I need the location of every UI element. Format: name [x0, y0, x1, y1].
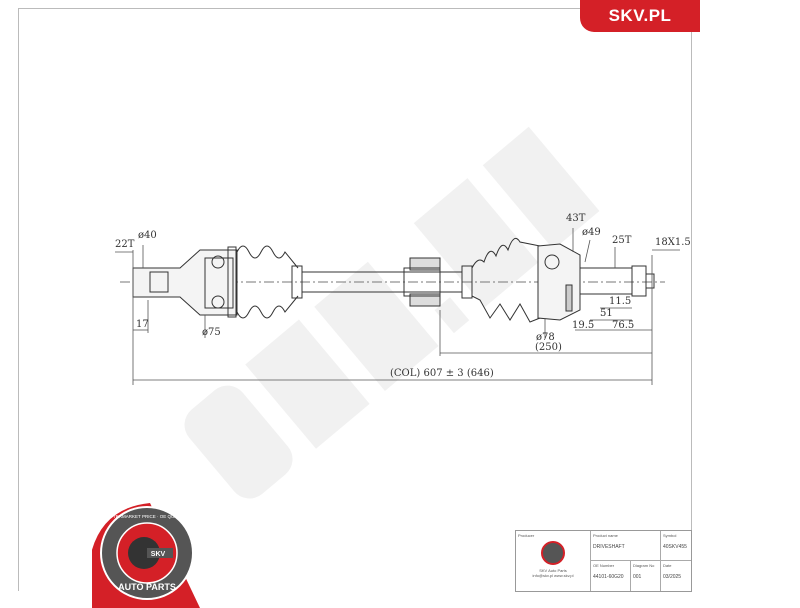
gear-icon	[128, 537, 160, 569]
date-cell: Date 03/2025	[661, 561, 691, 591]
dim-abs-teeth: 43T	[566, 213, 586, 224]
dim-seal-diameter: ø49	[582, 227, 601, 238]
oe-number: 44101-60G20	[593, 574, 624, 580]
dim-left-spline: 22T	[115, 239, 135, 250]
oe-label: OE Number	[593, 563, 615, 568]
dim-left-housing-diameter: ø75	[202, 327, 221, 338]
inner-boot	[236, 245, 299, 319]
dim-right-spline: 25T	[612, 235, 632, 246]
brand-badge[interactable]: SKV.PL	[580, 0, 700, 32]
dim-left-diameter: ø40	[138, 230, 157, 241]
logo-bottom-text: AUTO PARTS	[118, 582, 176, 592]
diagram-cell: Diagram No 001	[631, 561, 661, 591]
producer-text: SKV Auto Parts	[539, 568, 567, 573]
logo-center-text: SKV	[151, 551, 166, 558]
logo-top-text: AFTERMARKET PRICE · OE QUALITY	[107, 514, 186, 519]
date-label: Date	[663, 563, 672, 568]
skv-auto-parts-logo: SKV AUTO PARTS AFTERMARKET PRICE · OE QU…	[92, 503, 200, 608]
dim-76-5: 76.5	[612, 320, 635, 331]
logo-name-plate	[147, 548, 173, 558]
diagram-label: Diagram No	[633, 563, 655, 568]
dim-right-housing-diameter: ø78	[536, 332, 555, 343]
inner-cv-joint	[132, 246, 238, 318]
producer-cell: Producer SKV Auto Parts info@skv.pl www.…	[516, 531, 591, 591]
dim-thread: 18X1.5	[655, 237, 691, 248]
dim-51: 51	[600, 308, 613, 319]
dim-19-5: 19.5	[572, 320, 595, 331]
date: 03/2025	[663, 574, 682, 580]
thread-end	[645, 273, 655, 289]
outer-boot	[471, 237, 541, 323]
producer-label: Producer	[518, 533, 535, 538]
stub-axle	[579, 267, 633, 295]
damper	[403, 257, 441, 307]
outer-clamp	[461, 265, 473, 299]
dimension-lines	[115, 228, 680, 385]
nut	[631, 265, 647, 297]
dim-right-length: (250)	[535, 342, 562, 353]
product-name: DRIVESHAFT	[593, 544, 625, 550]
producer-logo	[541, 541, 565, 565]
abs-ring	[565, 284, 573, 312]
title-block: Producer SKV Auto Parts info@skv.pl www.…	[515, 530, 692, 592]
symbol: 40SKV455	[663, 544, 687, 550]
outer-cv-joint	[537, 243, 581, 321]
dim-total-length: (COL) 607 ± 3 (646)	[390, 368, 494, 379]
diagram-number: 001	[633, 574, 642, 580]
dim-11-5: 11.5	[609, 296, 632, 307]
drawing-frame	[18, 8, 692, 591]
producer-address: info@skv.pl www.skv.pl	[532, 573, 574, 578]
product-name-label: Product name	[593, 533, 618, 538]
symbol-cell: Symbol 40SKV455	[661, 531, 691, 561]
dim-left-length: 17	[136, 319, 149, 330]
symbol-label: Symbol	[663, 533, 677, 538]
oe-cell: OE Number 44101-60G20	[591, 561, 631, 591]
